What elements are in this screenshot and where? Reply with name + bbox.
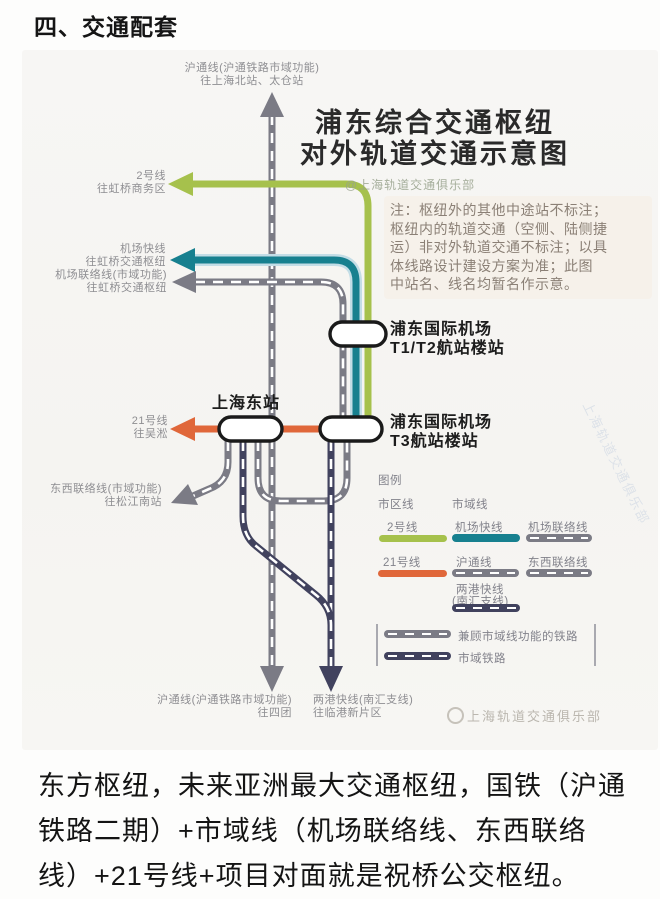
endpoint-label-south: 沪通线(沪通铁路市域功能) 往四团 — [157, 694, 292, 719]
arrow-down-gray-icon — [260, 666, 284, 692]
arrow-left-green-icon — [168, 172, 193, 196]
legend-bar-rail-suburban-function — [384, 630, 451, 638]
legend-label-line21: 21号线 — [383, 557, 421, 569]
lianggang-branch-dashes — [241, 441, 333, 626]
page-title: 四、交通配套 — [34, 14, 178, 40]
transit-map-linework — [168, 92, 388, 692]
legend-label-hutong: 沪通线 — [456, 557, 492, 569]
club-watermark: 上海轨道交通俱乐部 — [467, 709, 603, 724]
club-logo-icon — [447, 707, 464, 724]
station-pill-shanghai-east — [217, 415, 284, 443]
station-label-shanghai-east: 上海东站 — [212, 395, 281, 412]
arrow-diagonal-gray-icon — [171, 484, 198, 505]
note-box: 注：枢纽外的其他中途站不标注； 枢纽内的轨道交通（空侧、陆侧捷 运）非对外轨道交… — [384, 196, 652, 299]
legend-label-suburban-rail: 市域铁路 — [458, 653, 506, 665]
legend-bar-link — [526, 534, 592, 542]
arrow-up-icon — [260, 92, 284, 117]
legend-col-urban: 市区线 — [378, 499, 414, 511]
endpoint-label-line2: 2号线 往虹桥商务区 — [97, 170, 166, 195]
diagram-title: 浦东综合交通枢纽 对外轨道交通示意图 — [300, 108, 570, 169]
legend-bar-lianggang — [452, 604, 520, 612]
legend-label-line2: 2号线 — [387, 522, 418, 534]
station-label-t3: 浦东国际机场 T3航站楼站 — [390, 414, 493, 450]
arrow-left-teal-icon — [170, 248, 195, 272]
endpoint-label-airport-express: 机场快线 往虹桥交通枢纽 — [85, 243, 166, 268]
eastwest-link-dashes — [192, 441, 230, 498]
arrow-down-navy-icon — [319, 666, 343, 692]
station-label-t1t2: 浦东国际机场 T1/T2航站楼站 — [390, 321, 505, 357]
legend-title: 图例 — [378, 475, 402, 487]
endpoint-label-airport-link: 机场联络线(市域功能) 往虹桥交通枢纽 — [55, 269, 167, 294]
endpoint-label-north: 沪通线(沪通铁路市域功能) 往上海北站、太仓站 — [184, 62, 320, 87]
endpoint-label-lianggang: 两港快线(南汇支线) 往临港新片区 — [313, 694, 414, 719]
legend-bar-line21 — [378, 570, 447, 577]
legend-bar-eastwest — [526, 569, 592, 577]
legend-bracket-left — [376, 624, 378, 666]
endpoint-label-eastwest: 东西联络线(市域功能) 往松江南站 — [50, 483, 162, 508]
line2-path — [191, 180, 372, 418]
arrow-left-gray-icon — [172, 271, 196, 293]
footer-paragraph: 东方枢纽，未来亚洲最大交通枢纽，国铁（沪通 铁路二期）+市域线（机场联络线、东西… — [38, 771, 626, 891]
legend-label-link: 机场联络线 — [528, 522, 588, 534]
legend-label-express: 机场快线 — [455, 522, 503, 534]
legend-bar-hutong — [452, 569, 519, 577]
legend-label-eastwest: 东西联络线 — [528, 557, 588, 569]
legend-bracket-right — [594, 624, 596, 666]
station-pill-t1t2 — [328, 320, 388, 348]
arrow-left-orange-icon — [170, 417, 195, 441]
legend-col-suburban: 市域线 — [452, 499, 488, 511]
endpoint-label-line21: 21号线 往吴淞 — [131, 415, 168, 440]
station-pill-t3 — [318, 415, 384, 443]
diagram-credit-watermark: @上海轨道交通俱乐部 — [345, 178, 476, 192]
airport-link-dashes — [195, 280, 345, 440]
legend-label-rail-suburban-function: 兼顾市域线功能的铁路 — [458, 631, 578, 643]
legend-bar-express — [452, 534, 520, 542]
legend-bar-line2 — [379, 535, 447, 542]
u-connector-dashes — [256, 441, 349, 503]
airport-express-path — [193, 256, 360, 418]
legend-label-lianggang-1: 两港快线 — [456, 584, 504, 596]
legend-bar-suburban-rail — [384, 652, 451, 660]
